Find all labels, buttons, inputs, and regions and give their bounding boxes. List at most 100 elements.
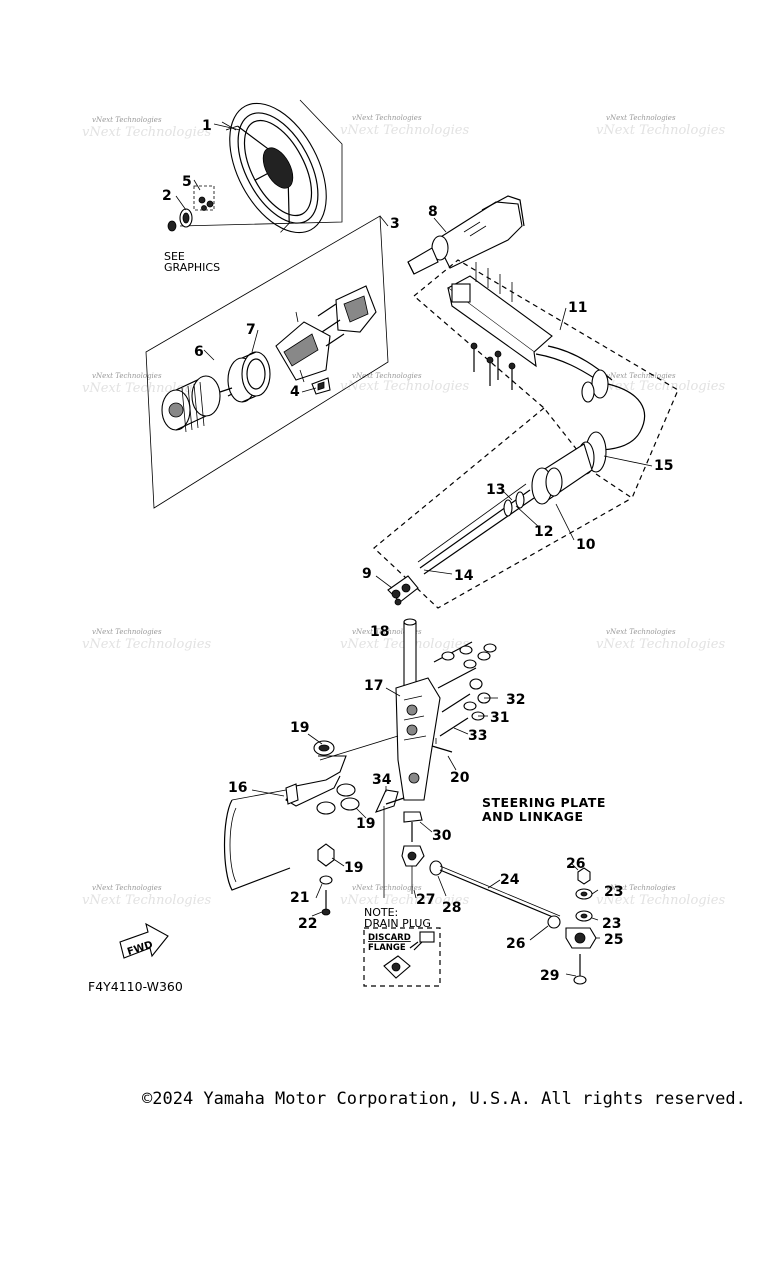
svg-text:vNext Technologies: vNext Technologies — [92, 884, 162, 892]
svg-text:vNext Technologies: vNext Technologies — [340, 379, 469, 394]
svg-text:vNext Technologies: vNext Technologies — [92, 372, 162, 380]
control-cable-group — [373, 259, 679, 609]
callout-2: 2 — [162, 188, 172, 204]
diagram-code: F4Y4110-W360 — [88, 979, 183, 994]
see-graphics-note: SEE — [164, 250, 185, 263]
callout-19: 19 — [290, 720, 309, 736]
callout-17: 17 — [364, 678, 383, 694]
svg-text:vNext Technologies: vNext Technologies — [596, 893, 725, 908]
callout-21: 21 — [290, 890, 309, 906]
section-heading: STEERING PLATE — [482, 795, 606, 810]
callout-20: 20 — [450, 770, 470, 786]
note-drain-plug: DRAIN PLUG — [364, 917, 431, 930]
callout-32: 32 — [506, 692, 525, 708]
drain-plug-note: NOTE: DRAIN PLUG DISCARD FLANGE — [363, 906, 441, 987]
callout-31: 31 — [490, 710, 509, 726]
callout-27: 27 — [416, 892, 435, 908]
svg-text:vNext Technologies: vNext Technologies — [352, 628, 422, 636]
callout-23: 23 — [602, 916, 621, 932]
leader-lines — [175, 123, 653, 977]
callout-10: 10 — [576, 537, 596, 553]
helm-assembly-box — [145, 215, 389, 509]
svg-text:vNext Technologies: vNext Technologies — [92, 116, 162, 124]
forward-arrow-icon: FWD — [119, 922, 169, 959]
see-graphics-note: GRAPHICS — [164, 261, 220, 274]
watermark: vNext Technologies vNext Technologies — [596, 114, 725, 138]
svg-text:vNext Technologies: vNext Technologies — [606, 628, 676, 636]
callout-30: 30 — [432, 828, 452, 844]
svg-text:vNext Technologies: vNext Technologies — [352, 114, 422, 122]
control-box — [446, 262, 553, 390]
helm-clip — [311, 377, 331, 395]
steering-wheel — [179, 99, 343, 234]
hub-nut-washer — [167, 185, 215, 232]
svg-text:vNext Technologies: vNext Technologies — [92, 628, 162, 636]
callout-25: 25 — [604, 932, 623, 948]
svg-text:vNext Technologies: vNext Technologies — [352, 372, 422, 380]
callout-3: 3 — [390, 216, 400, 232]
callout-28: 28 — [442, 900, 461, 916]
callout-14: 14 — [454, 568, 474, 584]
callout-6: 6 — [194, 344, 204, 360]
cable-connector — [387, 575, 419, 606]
watermark: vNext Technologies vNext Technologies — [596, 884, 725, 908]
diagram-notes: SEE GRAPHICS STEERING PLATE AND LINKAGE … — [88, 250, 606, 994]
svg-text:vNext Technologies: vNext Technologies — [596, 637, 725, 652]
callout-9: 9 — [362, 566, 372, 582]
svg-text:vNext Technologies: vNext Technologies — [596, 123, 725, 138]
callout-numbers: 1 2 3 4 5 6 7 8 9 10 11 12 13 14 15 16 1… — [162, 118, 673, 984]
watermark: vNext Technologies vNext Technologies — [340, 114, 469, 138]
watermark: vNext Technologies vNext Technologies — [340, 372, 469, 394]
helm-ring — [227, 351, 271, 403]
watermark: vNext Technologies vNext Technologies — [596, 628, 725, 652]
watermark: vNext Technologies vNext Technologies — [596, 372, 725, 394]
watermarks: vNext Technologies vNext Technologies vN… — [82, 114, 725, 908]
svg-text:vNext Technologies: vNext Technologies — [82, 637, 211, 652]
steering-linkage — [223, 618, 597, 985]
watermark: vNext Technologies vNext Technologies — [82, 628, 211, 652]
svg-text:vNext Technologies: vNext Technologies — [606, 372, 676, 380]
callout-8: 8 — [428, 204, 438, 220]
note-discard: DISCARD — [368, 933, 411, 943]
callout-19: 19 — [344, 860, 363, 876]
svg-text:vNext Technologies: vNext Technologies — [606, 114, 676, 122]
callout-15: 15 — [654, 458, 673, 474]
callout-7: 7 — [246, 322, 256, 338]
callout-13: 13 — [486, 482, 505, 498]
callout-26: 26 — [506, 936, 525, 952]
svg-text:vNext Technologies: vNext Technologies — [82, 893, 211, 908]
callout-16: 16 — [228, 780, 247, 796]
helm-pulley — [161, 375, 221, 433]
helm-body — [219, 285, 377, 397]
callout-12: 12 — [534, 524, 553, 540]
copyright-footer: ©2024 Yamaha Motor Corporation, U.S.A. A… — [142, 1089, 746, 1109]
callout-24: 24 — [500, 872, 520, 888]
callout-22: 22 — [298, 916, 317, 932]
callout-19: 19 — [356, 816, 375, 832]
note-flange: FLANGE — [368, 943, 406, 953]
watermark: vNext Technologies vNext Technologies — [82, 116, 211, 140]
parts-diagram: vNext Technologies vNext Technologies vN… — [82, 99, 725, 994]
watermark: vNext Technologies vNext Technologies — [340, 884, 469, 908]
callout-5: 5 — [182, 174, 192, 190]
svg-text:vNext Technologies: vNext Technologies — [340, 893, 469, 908]
watermark: vNext Technologies vNext Technologies — [82, 884, 211, 908]
svg-text:vNext Technologies: vNext Technologies — [82, 125, 211, 140]
steering-plate — [223, 735, 399, 891]
svg-text:vNext Technologies: vNext Technologies — [352, 884, 422, 892]
callout-1: 1 — [202, 118, 212, 134]
nuts-and-washers — [441, 643, 497, 721]
svg-text:vNext Technologies: vNext Technologies — [606, 884, 676, 892]
callout-18: 18 — [370, 624, 389, 640]
svg-text:vNext Technologies: vNext Technologies — [340, 123, 469, 138]
callout-29: 29 — [540, 968, 559, 984]
callout-33: 33 — [468, 728, 487, 744]
callout-11: 11 — [568, 300, 587, 316]
note-label: NOTE: — [364, 906, 398, 919]
callout-23: 23 — [604, 884, 623, 900]
callout-34: 34 — [372, 772, 392, 788]
callout-26: 26 — [566, 856, 585, 872]
remote-control — [407, 195, 525, 275]
section-heading: AND LINKAGE — [482, 809, 584, 824]
